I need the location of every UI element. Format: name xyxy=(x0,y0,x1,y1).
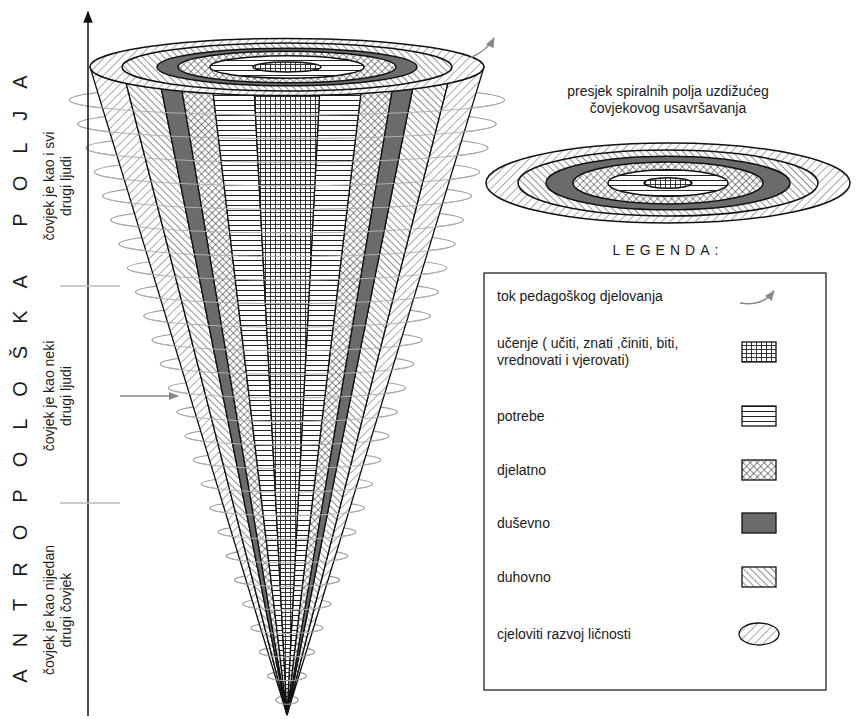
spiral-front-arc xyxy=(268,676,307,681)
cone-top-ring xyxy=(157,48,417,86)
section-ring xyxy=(546,156,790,210)
spiral-front-arc xyxy=(127,268,447,280)
spiral-front-arc xyxy=(218,532,356,539)
spiral-front-arc xyxy=(169,388,406,398)
spiral-front-arc xyxy=(276,700,298,704)
spiral-front-arc xyxy=(144,316,431,327)
spiral-front-arc xyxy=(251,628,323,634)
cone-top-ring xyxy=(178,51,396,83)
legend-swatch xyxy=(736,337,782,367)
spiral-front-arc xyxy=(78,124,497,139)
spiral-front-arc xyxy=(177,412,397,421)
cone-top-ring xyxy=(90,38,484,95)
section-ring xyxy=(644,178,692,189)
spiral-front-arc xyxy=(193,460,380,469)
spiral-front-arc xyxy=(94,172,480,186)
legend-text: tok pedagoškog djelovanja xyxy=(497,288,715,305)
spiral-front-arc xyxy=(226,556,347,563)
cone-top-ring xyxy=(210,56,364,78)
legend-swatch xyxy=(736,401,782,431)
field-label: čovjek je kao neki drugi ljudi xyxy=(41,340,75,452)
section-ring xyxy=(486,143,850,223)
divider-tick xyxy=(60,502,120,504)
legend-text: duhovno xyxy=(497,569,715,586)
legend-text: djelatno xyxy=(497,462,715,479)
legend-text: potrebe xyxy=(497,408,715,425)
legend-swatch xyxy=(736,281,782,311)
spiral-front-arc xyxy=(243,604,331,610)
spiral-front-arc xyxy=(210,508,364,516)
legend-text: cjeloviti razvoj ličnosti xyxy=(497,626,715,643)
field-label: čovjek je kao nijedan drugi čovjek xyxy=(41,540,75,680)
legend-swatch xyxy=(736,508,782,538)
spiral-front-arc xyxy=(160,364,413,374)
spiral-front-arc xyxy=(86,148,488,162)
cone-top-ring xyxy=(253,62,321,72)
spiral-arrow xyxy=(470,38,494,58)
legend-text: učenje ( učiti, znati ,činiti, biti, vre… xyxy=(497,335,715,369)
section-title: presjek spiralnih polja uzdižućeg čovjek… xyxy=(543,83,793,117)
spiral-front-arc xyxy=(235,580,340,586)
legend-box xyxy=(484,273,826,690)
spiral-front-arc xyxy=(69,100,504,115)
legend-text: duševno xyxy=(497,515,715,532)
legend-swatch xyxy=(736,455,782,485)
spiral-front-arc xyxy=(259,652,314,657)
spiral-front-arc xyxy=(102,196,471,209)
axis-arrow xyxy=(87,12,89,716)
spiral-front-arc xyxy=(185,436,389,445)
pointer-arrow xyxy=(120,395,178,397)
spiral-front-arc xyxy=(111,220,464,233)
divider-tick xyxy=(60,285,120,287)
cone-top-ring xyxy=(122,43,452,91)
spiral-front-arc xyxy=(202,484,373,492)
spiral-front-arc xyxy=(135,292,438,304)
field-label: čovjek je kao i svi drugi ljudi xyxy=(41,130,75,242)
section-ring xyxy=(608,170,728,196)
legend-swatch xyxy=(736,619,782,649)
axis-title: ANTROPOLOŠKA POLJA xyxy=(8,53,32,682)
spiral-front-arc xyxy=(119,244,455,256)
legend-title: LEGENDA: xyxy=(613,242,724,259)
legend-swatch xyxy=(736,562,782,592)
section-ring xyxy=(573,162,763,204)
spiral-front-arc xyxy=(152,340,422,351)
cone-band xyxy=(253,67,321,715)
section-ring xyxy=(518,150,818,216)
